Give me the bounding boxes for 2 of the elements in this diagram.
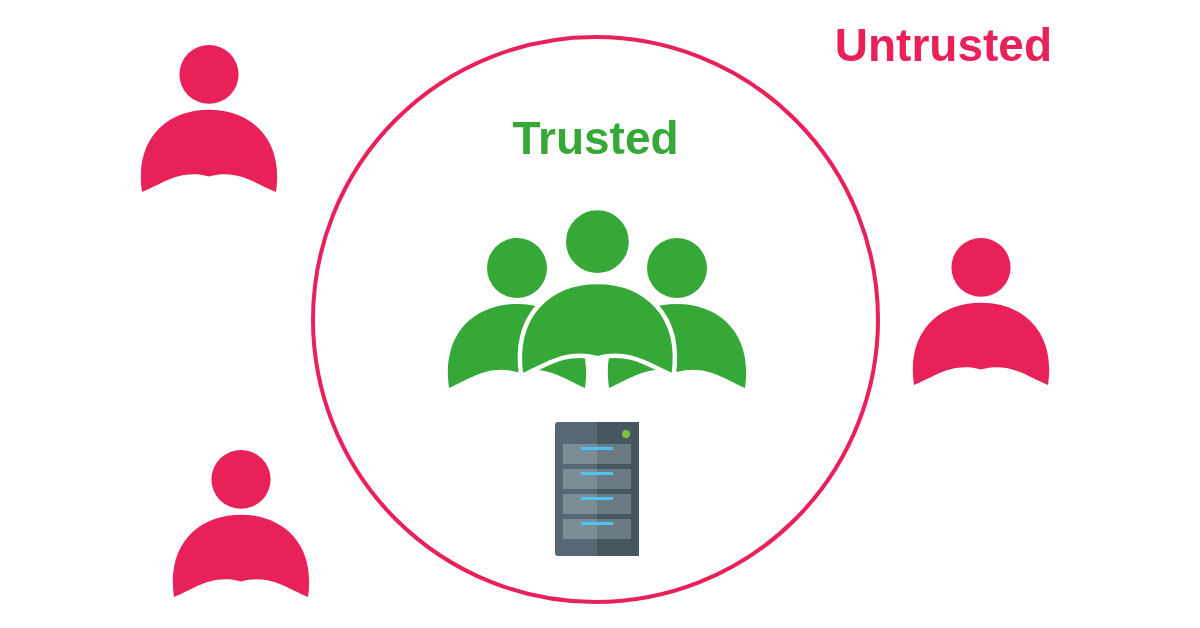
zone-heading: Untrusted [834, 18, 1052, 72]
zone-heading: Trusted [511, 111, 680, 165]
